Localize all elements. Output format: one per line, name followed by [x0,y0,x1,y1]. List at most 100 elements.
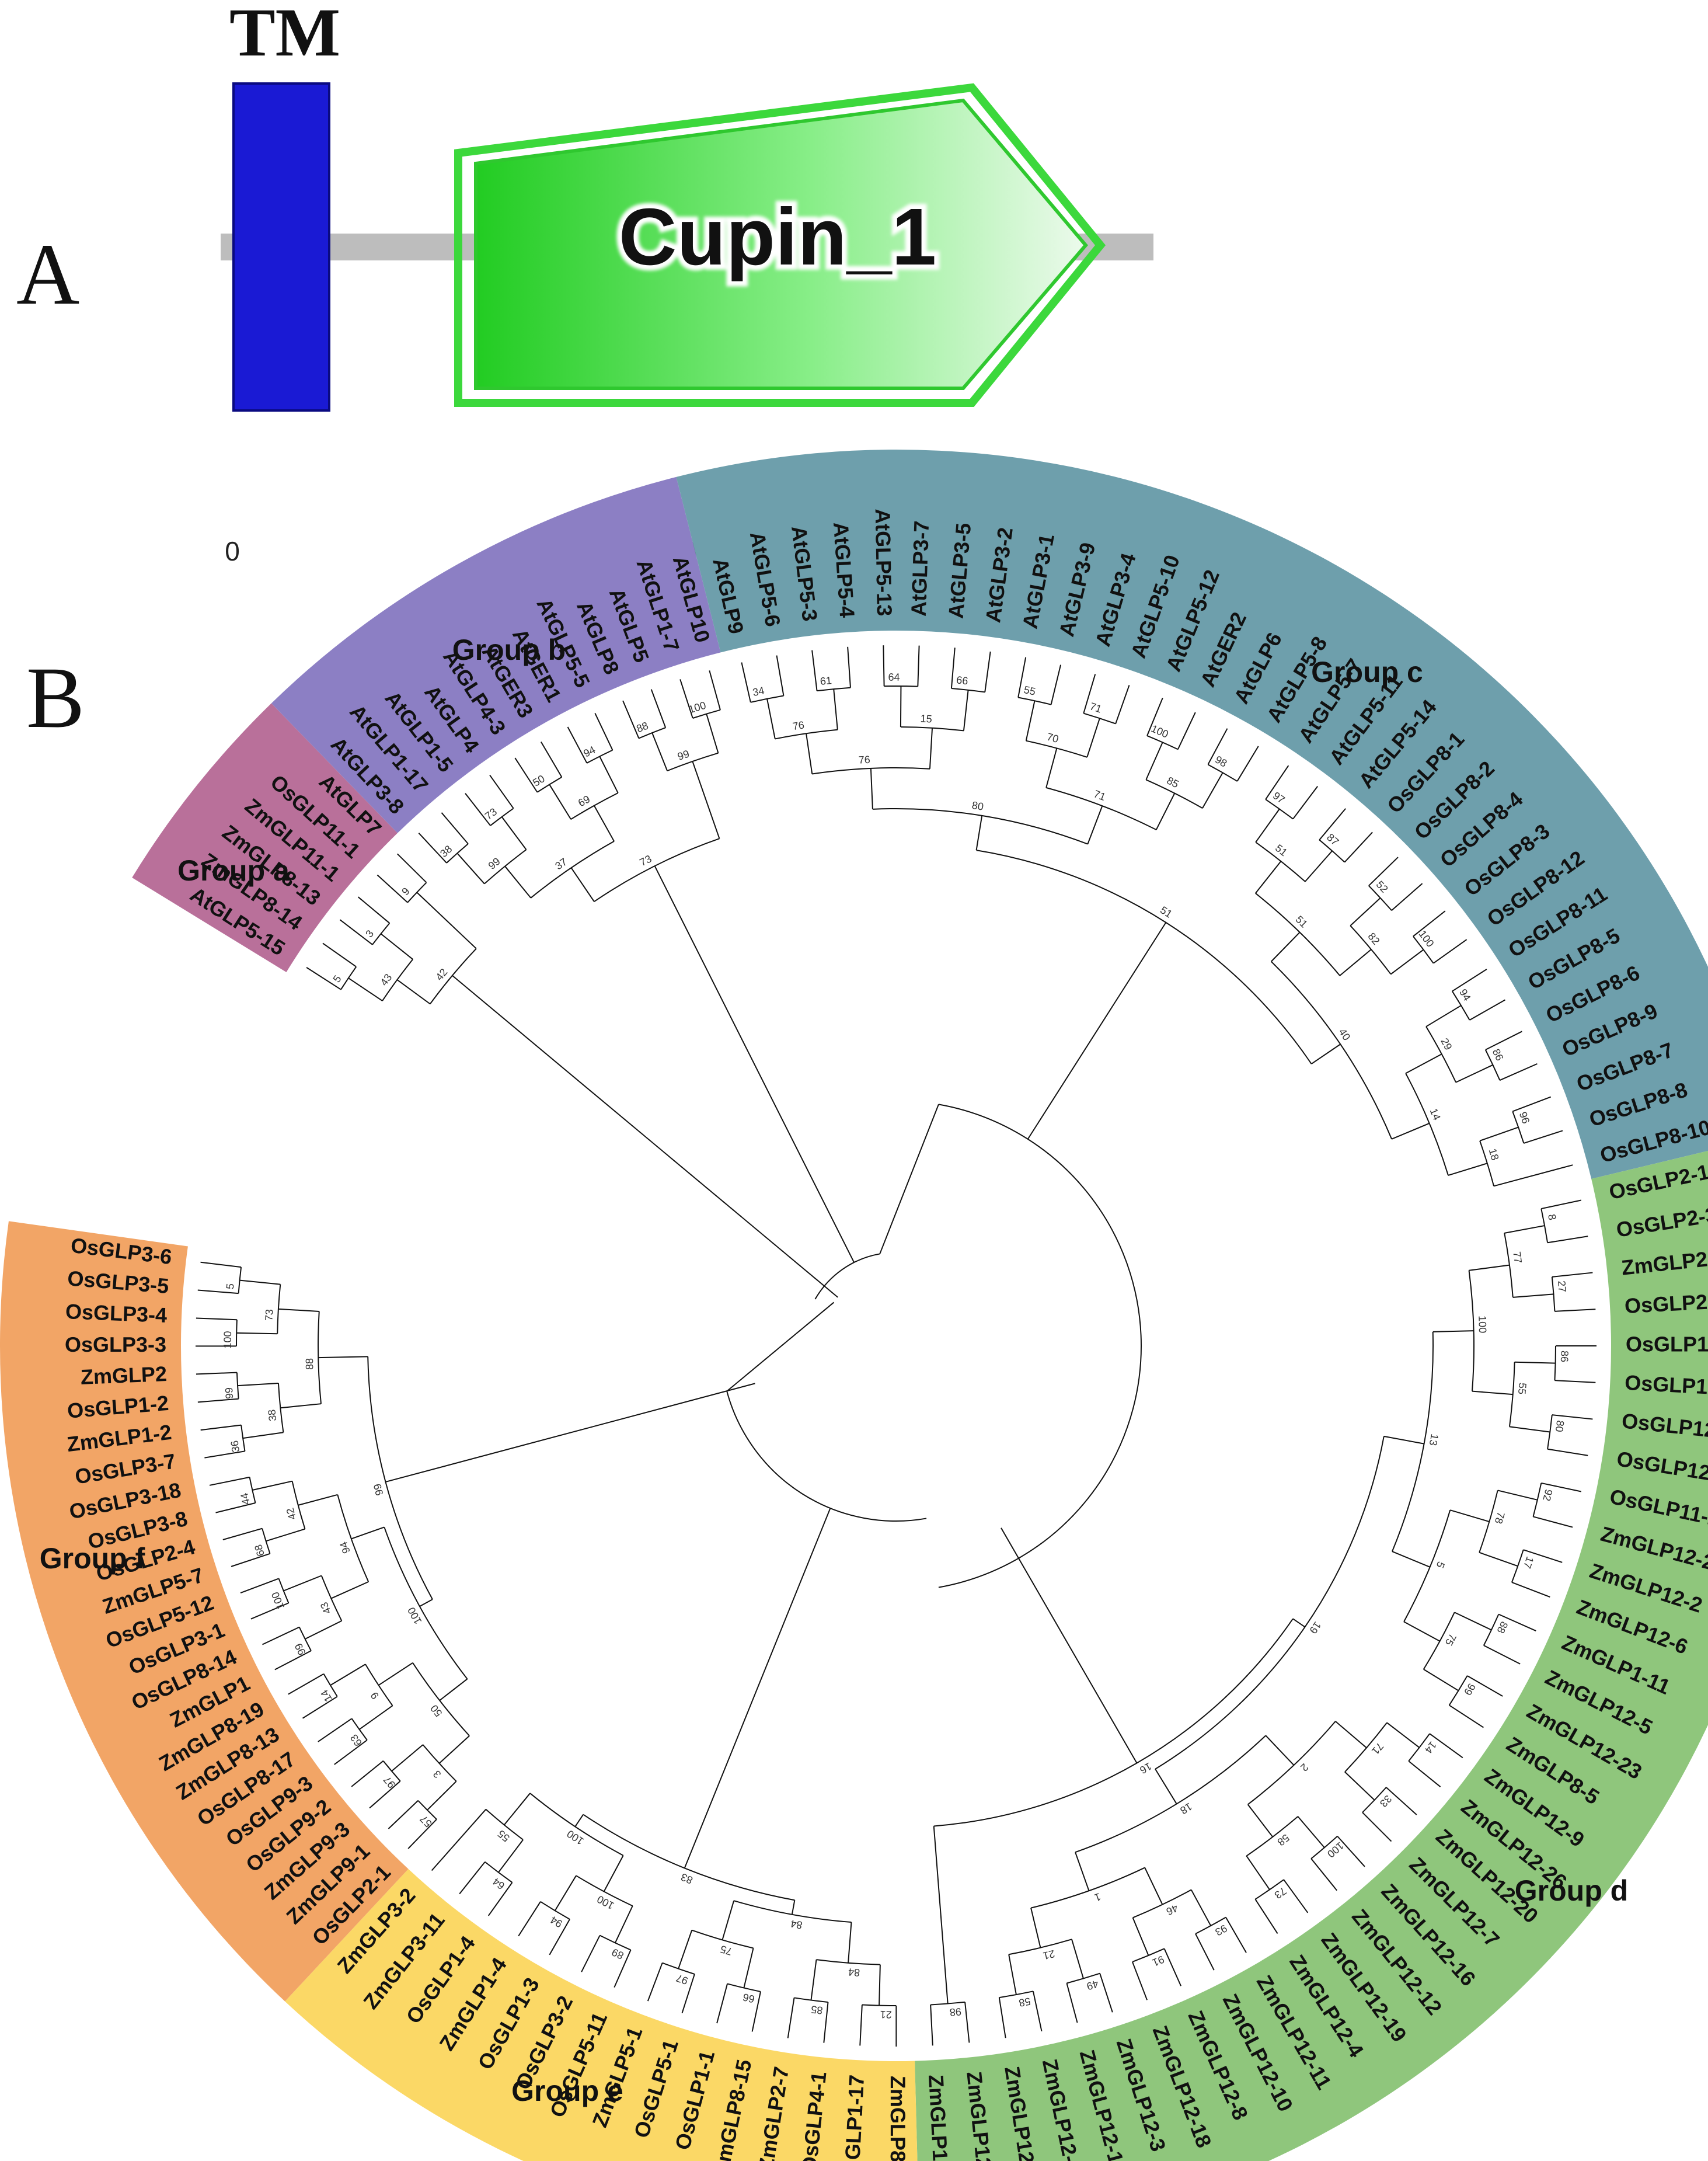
tree-branch [1115,685,1130,724]
tree-branch [1392,1551,1431,1568]
tree-branch [594,713,614,751]
tree-branch [775,729,838,740]
tree-branch [231,1553,270,1567]
bootstrap-value: 66 [742,1991,756,2005]
tree-branch [1449,1704,1484,1728]
tree-branch [1479,1551,1518,1567]
group-sector-d [915,1151,1708,2161]
bootstrap-value: 3 [431,1768,444,1780]
group-sector-e [285,1868,918,2161]
tree-branch [277,1383,284,1433]
tree-branch [1499,1063,1538,1081]
tree-branch [581,1935,601,1972]
leaf-label: OsGLP12-3 [1626,1332,1708,1356]
tree-branch [721,1900,735,1940]
tree-branch [306,967,341,990]
tree-branch [209,1476,250,1486]
bootstrap-value: 18 [1487,1147,1501,1162]
bootstrap-value: 82 [1365,931,1382,947]
tree-branch [650,689,667,728]
bootstrap-value: 15 [920,712,932,725]
bootstrap-value: 52 [1374,879,1390,895]
tree-branch [239,1279,281,1285]
tree-branch [322,942,357,968]
tree-branch [487,1882,513,1916]
bootstrap-value: 58 [1275,1832,1291,1848]
bootstrap-value: 42 [284,1506,298,1521]
tree-branch [1025,701,1036,741]
tree-branch [833,688,838,730]
leaf-label: ZmGLP2 [80,1362,168,1389]
tree-branch [1391,1122,1430,1140]
tree-branch [859,2005,863,2046]
tree-branch [237,1382,278,1387]
tree-branch [1132,1961,1148,2000]
bootstrap-value: 49 [1085,1978,1100,1992]
bootstrap-value: 97 [1271,789,1287,806]
tree-branch [302,1696,338,1719]
bootstrap-value: 86 [1559,1351,1571,1363]
bootstrap-value: 71 [1092,788,1107,803]
tree-branch [1452,969,1487,992]
tree-branch [1512,1293,1554,1298]
bootstrap-value: 98 [1213,754,1229,770]
tree-branch [504,865,532,899]
bootstrap-value: 77 [1511,1251,1524,1264]
tree-branch [1533,1516,1573,1528]
bootstrap-value: 14 [1428,1106,1443,1122]
phylogenetic-tree [195,645,1597,2047]
tm-label: TM [229,0,340,71]
tree-branch [787,1998,795,2038]
bootstrap-value: 100 [1476,1316,1489,1334]
tree-branch [1552,1272,1593,1278]
tree-branch [427,1780,457,1811]
tree-branch [465,793,491,826]
tree-branch [396,979,431,1005]
tree-branch [330,1581,369,1599]
tree-branch [1283,1879,1309,1913]
bootstrap-value: 75 [719,1943,734,1958]
tree-branch [431,1809,487,1871]
tree-branch [1163,1948,1181,1986]
tree-branch [351,1526,385,1540]
tree-branch [810,1960,817,2000]
tree-branch [1311,1043,1341,1064]
bootstrap-value: 99 [371,1483,385,1497]
bootstrap-value: 73 [263,1309,275,1321]
tree-branch [1066,1972,1100,1984]
tree-branch [1146,735,1179,750]
bootstrap-value: 5 [331,973,344,984]
group-ring [0,450,1708,2161]
tree-branch [518,1901,541,1937]
bootstrap-value: 55 [496,1828,512,1844]
tree-branch [938,1104,1142,1588]
tree-branch [1429,1733,1463,1759]
tree-branch [236,1332,278,1335]
tree-branch [933,1826,949,2004]
tree-branch [416,892,477,949]
tree-branch [751,1991,761,2032]
tree-branch [1339,949,1372,976]
tree-branch [318,1718,353,1742]
group-label-b: Group b [452,634,566,666]
tree-branch [1485,1031,1522,1050]
tree-branch [385,1383,755,1483]
group-sector-c [676,450,1708,1179]
tree-branch [1155,1436,1385,1770]
tree-branch [1190,1889,1212,1926]
tree-branch [692,761,720,839]
tree-branch [684,1508,831,1868]
bootstrap-value: 99 [1462,1681,1478,1697]
bootstrap-value: 43 [378,972,394,988]
tree-branch [1265,799,1294,820]
bootstrap-value: 66 [956,674,968,687]
tree-branch [963,690,969,731]
tree-branch [407,882,427,903]
cupin-label-shadow: Cupin_1 [619,192,936,282]
bootstrap-value: 64 [490,1875,507,1892]
tree-branch [794,1997,828,2003]
tree-branch [238,1267,242,1294]
tree-branch [884,685,918,687]
bootstrap-value: 99 [223,1387,235,1399]
bootstrap-value: 99 [676,748,691,763]
